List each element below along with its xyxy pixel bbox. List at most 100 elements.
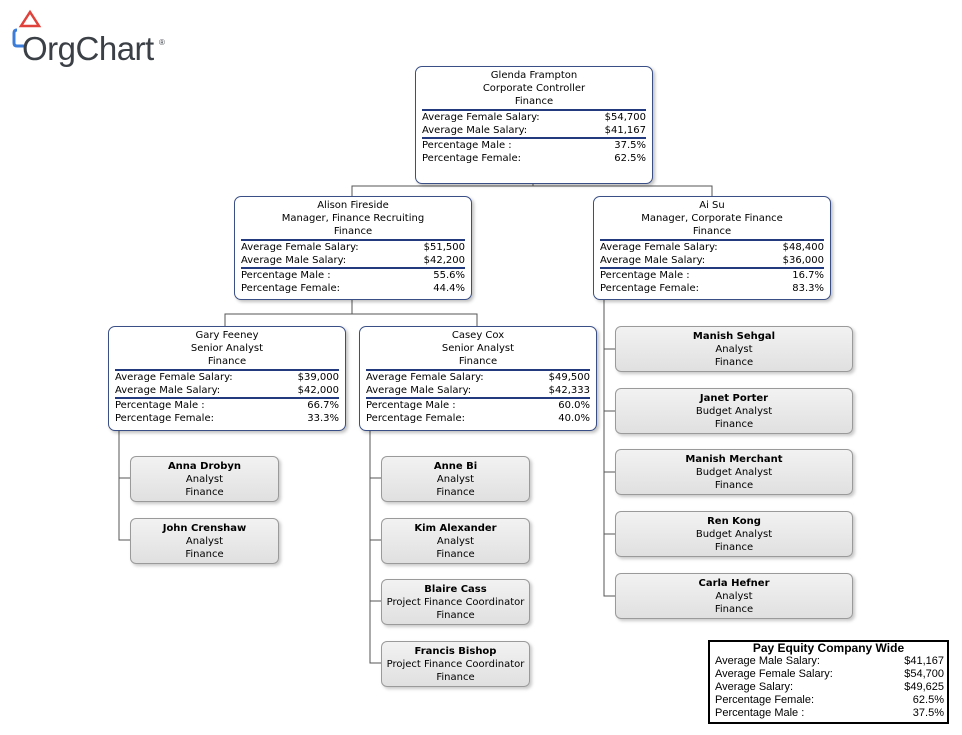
avg-male-label: Average Male Salary: xyxy=(600,255,706,266)
avg-male-label: Average Male Salary: xyxy=(422,125,528,136)
employee-name: Ren Kong xyxy=(707,516,761,527)
avg-female-value: $39,000 xyxy=(297,372,339,383)
employee-dept: Finance xyxy=(185,487,224,498)
employee-card-blaire[interactable]: Blaire Cass Project Finance Coordinator … xyxy=(381,579,530,625)
employee-dept: Finance xyxy=(436,549,475,560)
summary-value: $54,700 xyxy=(904,668,944,680)
manager-card-aisu[interactable]: Ai Su Manager, Corporate Finance Finance… xyxy=(593,196,831,300)
employee-card-john[interactable]: John Crenshaw Analyst Finance xyxy=(130,518,279,564)
summary-row: Average Male Salary: $41,167 xyxy=(710,655,947,668)
avg-female-value: $51,500 xyxy=(423,242,465,253)
avg-female-label: Average Female Salary: xyxy=(366,372,484,383)
avg-female-label: Average Female Salary: xyxy=(241,242,359,253)
employee-card-anna[interactable]: Anna Drobyn Analyst Finance xyxy=(130,456,279,502)
manager-dept: Finance xyxy=(692,226,732,237)
summary-value: 37.5% xyxy=(912,707,944,719)
summary-value: $41,167 xyxy=(904,655,944,667)
avg-male-label: Average Male Salary: xyxy=(115,385,221,396)
manager-title: Senior Analyst xyxy=(441,343,515,354)
avg-male-value: $42,200 xyxy=(423,255,465,266)
pct-male-label: Percentage Male : xyxy=(366,400,456,411)
employee-dept: Finance xyxy=(436,487,475,498)
pct-female-value: 62.5% xyxy=(614,153,646,164)
avg-female-label: Average Female Salary: xyxy=(115,372,233,383)
summary-value: $49,625 xyxy=(904,681,944,693)
manager-card-alison[interactable]: Alison Fireside Manager, Finance Recruit… xyxy=(234,196,472,300)
manager-name: Glenda Frampton xyxy=(490,70,578,81)
summary-label: Average Female Salary: xyxy=(715,668,833,680)
avg-female-value: $48,400 xyxy=(782,242,824,253)
employee-title: Project Finance Coordinator xyxy=(386,659,525,670)
logo-trademark: ® xyxy=(159,38,165,47)
employee-card-janet[interactable]: Janet Porter Budget Analyst Finance xyxy=(615,388,853,434)
employee-card-kim[interactable]: Kim Alexander Analyst Finance xyxy=(381,518,530,564)
logo-mark-icon xyxy=(12,9,42,48)
summary-label: Average Male Salary: xyxy=(715,655,820,667)
employee-name: Francis Bishop xyxy=(414,646,497,657)
manager-title: Manager, Finance Recruiting xyxy=(281,213,425,224)
pct-female-value: 33.3% xyxy=(307,413,339,424)
connector-casey-reports xyxy=(369,430,381,664)
employee-name: Manish Merchant xyxy=(685,454,783,465)
employee-card-ren[interactable]: Ren Kong Budget Analyst Finance xyxy=(615,511,853,557)
summary-label: Percentage Male : xyxy=(715,707,805,719)
manager-title: Corporate Controller xyxy=(482,83,586,94)
employee-dept: Finance xyxy=(714,357,754,368)
employee-card-carla[interactable]: Carla Hefner Analyst Finance xyxy=(615,573,853,619)
employee-title: Budget Analyst xyxy=(695,529,773,540)
connector-root-alison xyxy=(351,183,534,196)
manager-card-casey[interactable]: Casey Cox Senior Analyst Finance Average… xyxy=(359,326,597,431)
employee-dept: Finance xyxy=(714,419,754,430)
pct-female-value: 44.4% xyxy=(433,283,465,294)
summary-row: Percentage Male : 37.5% xyxy=(710,707,947,720)
pct-female-label: Percentage Female: xyxy=(115,413,214,424)
employee-card-manish-merchant[interactable]: Manish Merchant Budget Analyst Finance xyxy=(615,449,853,495)
summary-row: Average Salary:$49,625 xyxy=(710,681,947,694)
manager-card-gary[interactable]: Gary Feeney Senior Analyst Finance Avera… xyxy=(108,326,346,431)
summary-row: Percentage Female:62.5% xyxy=(710,694,947,707)
pct-male-label: Percentage Male : xyxy=(241,270,331,281)
pct-male-label: Percentage Male : xyxy=(115,400,205,411)
employee-dept: Finance xyxy=(436,672,475,683)
manager-dept: Finance xyxy=(458,356,498,367)
employee-title: Analyst xyxy=(436,474,475,485)
manager-name: Ai Su xyxy=(699,200,725,211)
pct-female-label: Percentage Female: xyxy=(600,283,699,294)
connector-alison-gary xyxy=(224,299,353,326)
employee-card-francis[interactable]: Francis Bishop Project Finance Coordinat… xyxy=(381,641,530,687)
employee-card-anne[interactable]: Anne Bi Analyst Finance xyxy=(381,456,530,502)
manager-dept: Finance xyxy=(207,356,247,367)
employee-name: Manish Sehgal xyxy=(692,331,776,342)
manager-card-glenda[interactable]: Glenda Frampton Corporate Controller Fin… xyxy=(415,66,653,184)
pct-female-value: 40.0% xyxy=(558,413,590,424)
pct-male-value: 16.7% xyxy=(792,270,824,281)
avg-male-value: $42,333 xyxy=(548,385,590,396)
pay-equity-summary: Pay Equity Company Wide Average Male Sal… xyxy=(708,640,949,724)
avg-male-label: Average Male Salary: xyxy=(366,385,472,396)
avg-female-value: $49,500 xyxy=(548,372,590,383)
pct-female-label: Percentage Female: xyxy=(241,283,340,294)
pct-male-value: 66.7% xyxy=(307,400,339,411)
avg-female-label: Average Female Salary: xyxy=(422,112,540,123)
employee-name: Blaire Cass xyxy=(424,584,487,595)
manager-dept: Finance xyxy=(333,226,373,237)
pct-female-label: Percentage Female: xyxy=(422,153,521,164)
pct-male-label: Percentage Male : xyxy=(600,270,690,281)
summary-value: 62.5% xyxy=(912,694,944,706)
employee-title: Budget Analyst xyxy=(695,406,773,417)
summary-row: Average Female Salary: $54,700 xyxy=(710,668,947,681)
employee-dept: Finance xyxy=(714,480,754,491)
employee-title: Budget Analyst xyxy=(695,467,773,478)
employee-dept: Finance xyxy=(714,542,754,553)
manager-name: Gary Feeney xyxy=(195,330,259,341)
employee-title: Analyst xyxy=(185,474,224,485)
employee-name: Carla Hefner xyxy=(698,578,770,589)
manager-title: Manager, Corporate Finance xyxy=(641,213,783,224)
manager-name: Casey Cox xyxy=(451,330,505,341)
avg-male-label: Average Male Salary: xyxy=(241,255,347,266)
avg-female-value: $54,700 xyxy=(604,112,646,123)
connector-aisu-reports xyxy=(603,299,615,597)
employee-card-manish-sehgal[interactable]: Manish Sehgal Analyst Finance xyxy=(615,326,853,372)
avg-male-value: $41,167 xyxy=(604,125,646,136)
